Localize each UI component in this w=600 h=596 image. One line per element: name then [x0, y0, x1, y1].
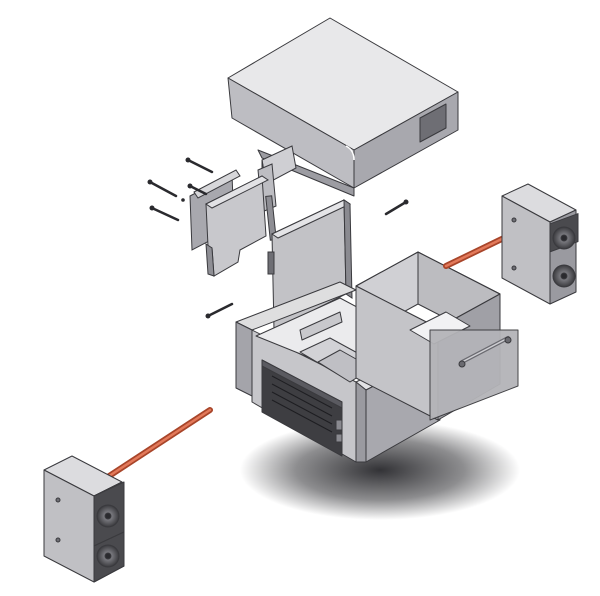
fan-icon	[549, 213, 579, 253]
screw-heads	[147, 157, 409, 319]
fan-icon	[93, 481, 125, 547]
fan-icon	[552, 264, 576, 288]
side-plate	[189, 169, 277, 277]
screws	[148, 158, 408, 318]
heat-pipe-right	[443, 233, 511, 269]
inner-box	[355, 251, 519, 421]
fan-icon	[93, 531, 125, 583]
heat-pipe-module-right	[501, 183, 579, 305]
heat-pipe-left	[97, 407, 213, 485]
ground-shadow	[240, 420, 520, 520]
heat-pipe-module-left	[43, 455, 125, 583]
